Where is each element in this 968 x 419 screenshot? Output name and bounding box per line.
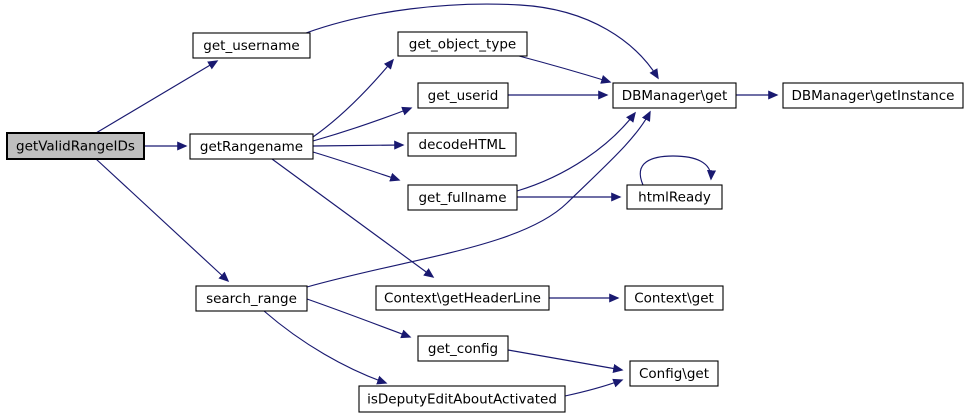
node-getRangename[interactable]: getRangename xyxy=(189,133,314,160)
function-label: get_userid xyxy=(428,88,499,104)
edge-get_username-dbmanager_get xyxy=(305,3,659,80)
edge-search_range-get_config xyxy=(306,298,412,339)
function-box xyxy=(407,132,517,157)
edge-getRangename-get_object_type xyxy=(312,58,394,138)
function-box xyxy=(195,285,308,312)
node-get_username[interactable]: get_username xyxy=(192,32,311,59)
node-htmlReady[interactable]: htmlReady xyxy=(626,184,723,210)
edge-getValidRangeIDs-search_range xyxy=(95,158,230,283)
function-box xyxy=(397,31,528,57)
function-box xyxy=(375,285,550,311)
function-label: get_fullname xyxy=(418,190,506,206)
node-dbmanager_get[interactable]: DBManager\get xyxy=(612,82,737,109)
function-label: getValidRangeIDs xyxy=(16,139,135,155)
edge-search_range-isDeputyEditAboutActivated xyxy=(263,310,388,385)
function-box xyxy=(189,133,314,160)
function-box xyxy=(629,360,719,387)
function-box xyxy=(358,385,566,413)
function-label: search_range xyxy=(206,291,297,307)
node-config_get[interactable]: Config\get xyxy=(629,360,719,387)
node-getValidRangeIDs: getValidRangeIDs xyxy=(6,132,145,160)
edge-getRangename-get_fullname xyxy=(312,151,401,182)
node-get_userid[interactable]: get_userid xyxy=(417,82,509,109)
function-box xyxy=(626,184,723,210)
node-search_range[interactable]: search_range xyxy=(195,285,308,312)
function-label: DBManager\getInstance xyxy=(792,88,955,104)
function-label: isDeputyEditAboutActivated xyxy=(367,392,557,408)
node-get_config[interactable]: get_config xyxy=(417,335,509,362)
node-context_getHeaderLine[interactable]: Context\getHeaderLine xyxy=(375,285,550,311)
function-label: get_config xyxy=(428,341,498,357)
function-label: Context\getHeaderLine xyxy=(384,291,541,307)
node-isDeputyEditAboutActivated[interactable]: isDeputyEditAboutActivated xyxy=(358,385,566,413)
edge-isDeputyEditAboutActivated-config_get xyxy=(564,378,624,397)
edge-get_object_type-dbmanager_get xyxy=(518,55,612,84)
function-box xyxy=(782,82,964,109)
function-box xyxy=(417,82,509,109)
function-box xyxy=(624,285,724,311)
node-get_object_type[interactable]: get_object_type xyxy=(397,31,528,57)
edge-getRangename-decodeHTML xyxy=(312,140,405,150)
function-label: decodeHTML xyxy=(419,137,506,153)
edge-getValidRangeIDs-get_username xyxy=(95,60,219,134)
node-context_get[interactable]: Context\get xyxy=(624,285,724,311)
node-get_fullname[interactable]: get_fullname xyxy=(407,184,518,211)
function-label: Context\get xyxy=(634,291,714,307)
function-box xyxy=(612,82,737,109)
edge-htmlReady-htmlReady-self-loop xyxy=(639,155,717,186)
function-box xyxy=(192,32,311,59)
edge-get_config-config_get xyxy=(507,349,624,373)
function-label: get_object_type xyxy=(409,37,516,53)
node-dbmanager_getInstance[interactable]: DBManager\getInstance xyxy=(782,82,964,109)
function-box xyxy=(407,184,518,211)
edge-get_fullname-dbmanager_get xyxy=(516,111,636,192)
function-label: htmlReady xyxy=(638,190,711,206)
node-decodeHTML[interactable]: decodeHTML xyxy=(407,132,517,157)
edge-search_range-dbmanager_get xyxy=(306,110,651,288)
current-function-box xyxy=(6,132,145,160)
function-label: Config\get xyxy=(639,366,709,382)
edge-getRangename-context_getHeaderLine xyxy=(271,158,435,278)
function-label: get_username xyxy=(203,38,299,54)
edge-getRangename-get_userid xyxy=(312,106,413,142)
function-label: DBManager\get xyxy=(622,88,728,104)
function-label: getRangename xyxy=(200,139,303,155)
function-box xyxy=(417,335,509,362)
